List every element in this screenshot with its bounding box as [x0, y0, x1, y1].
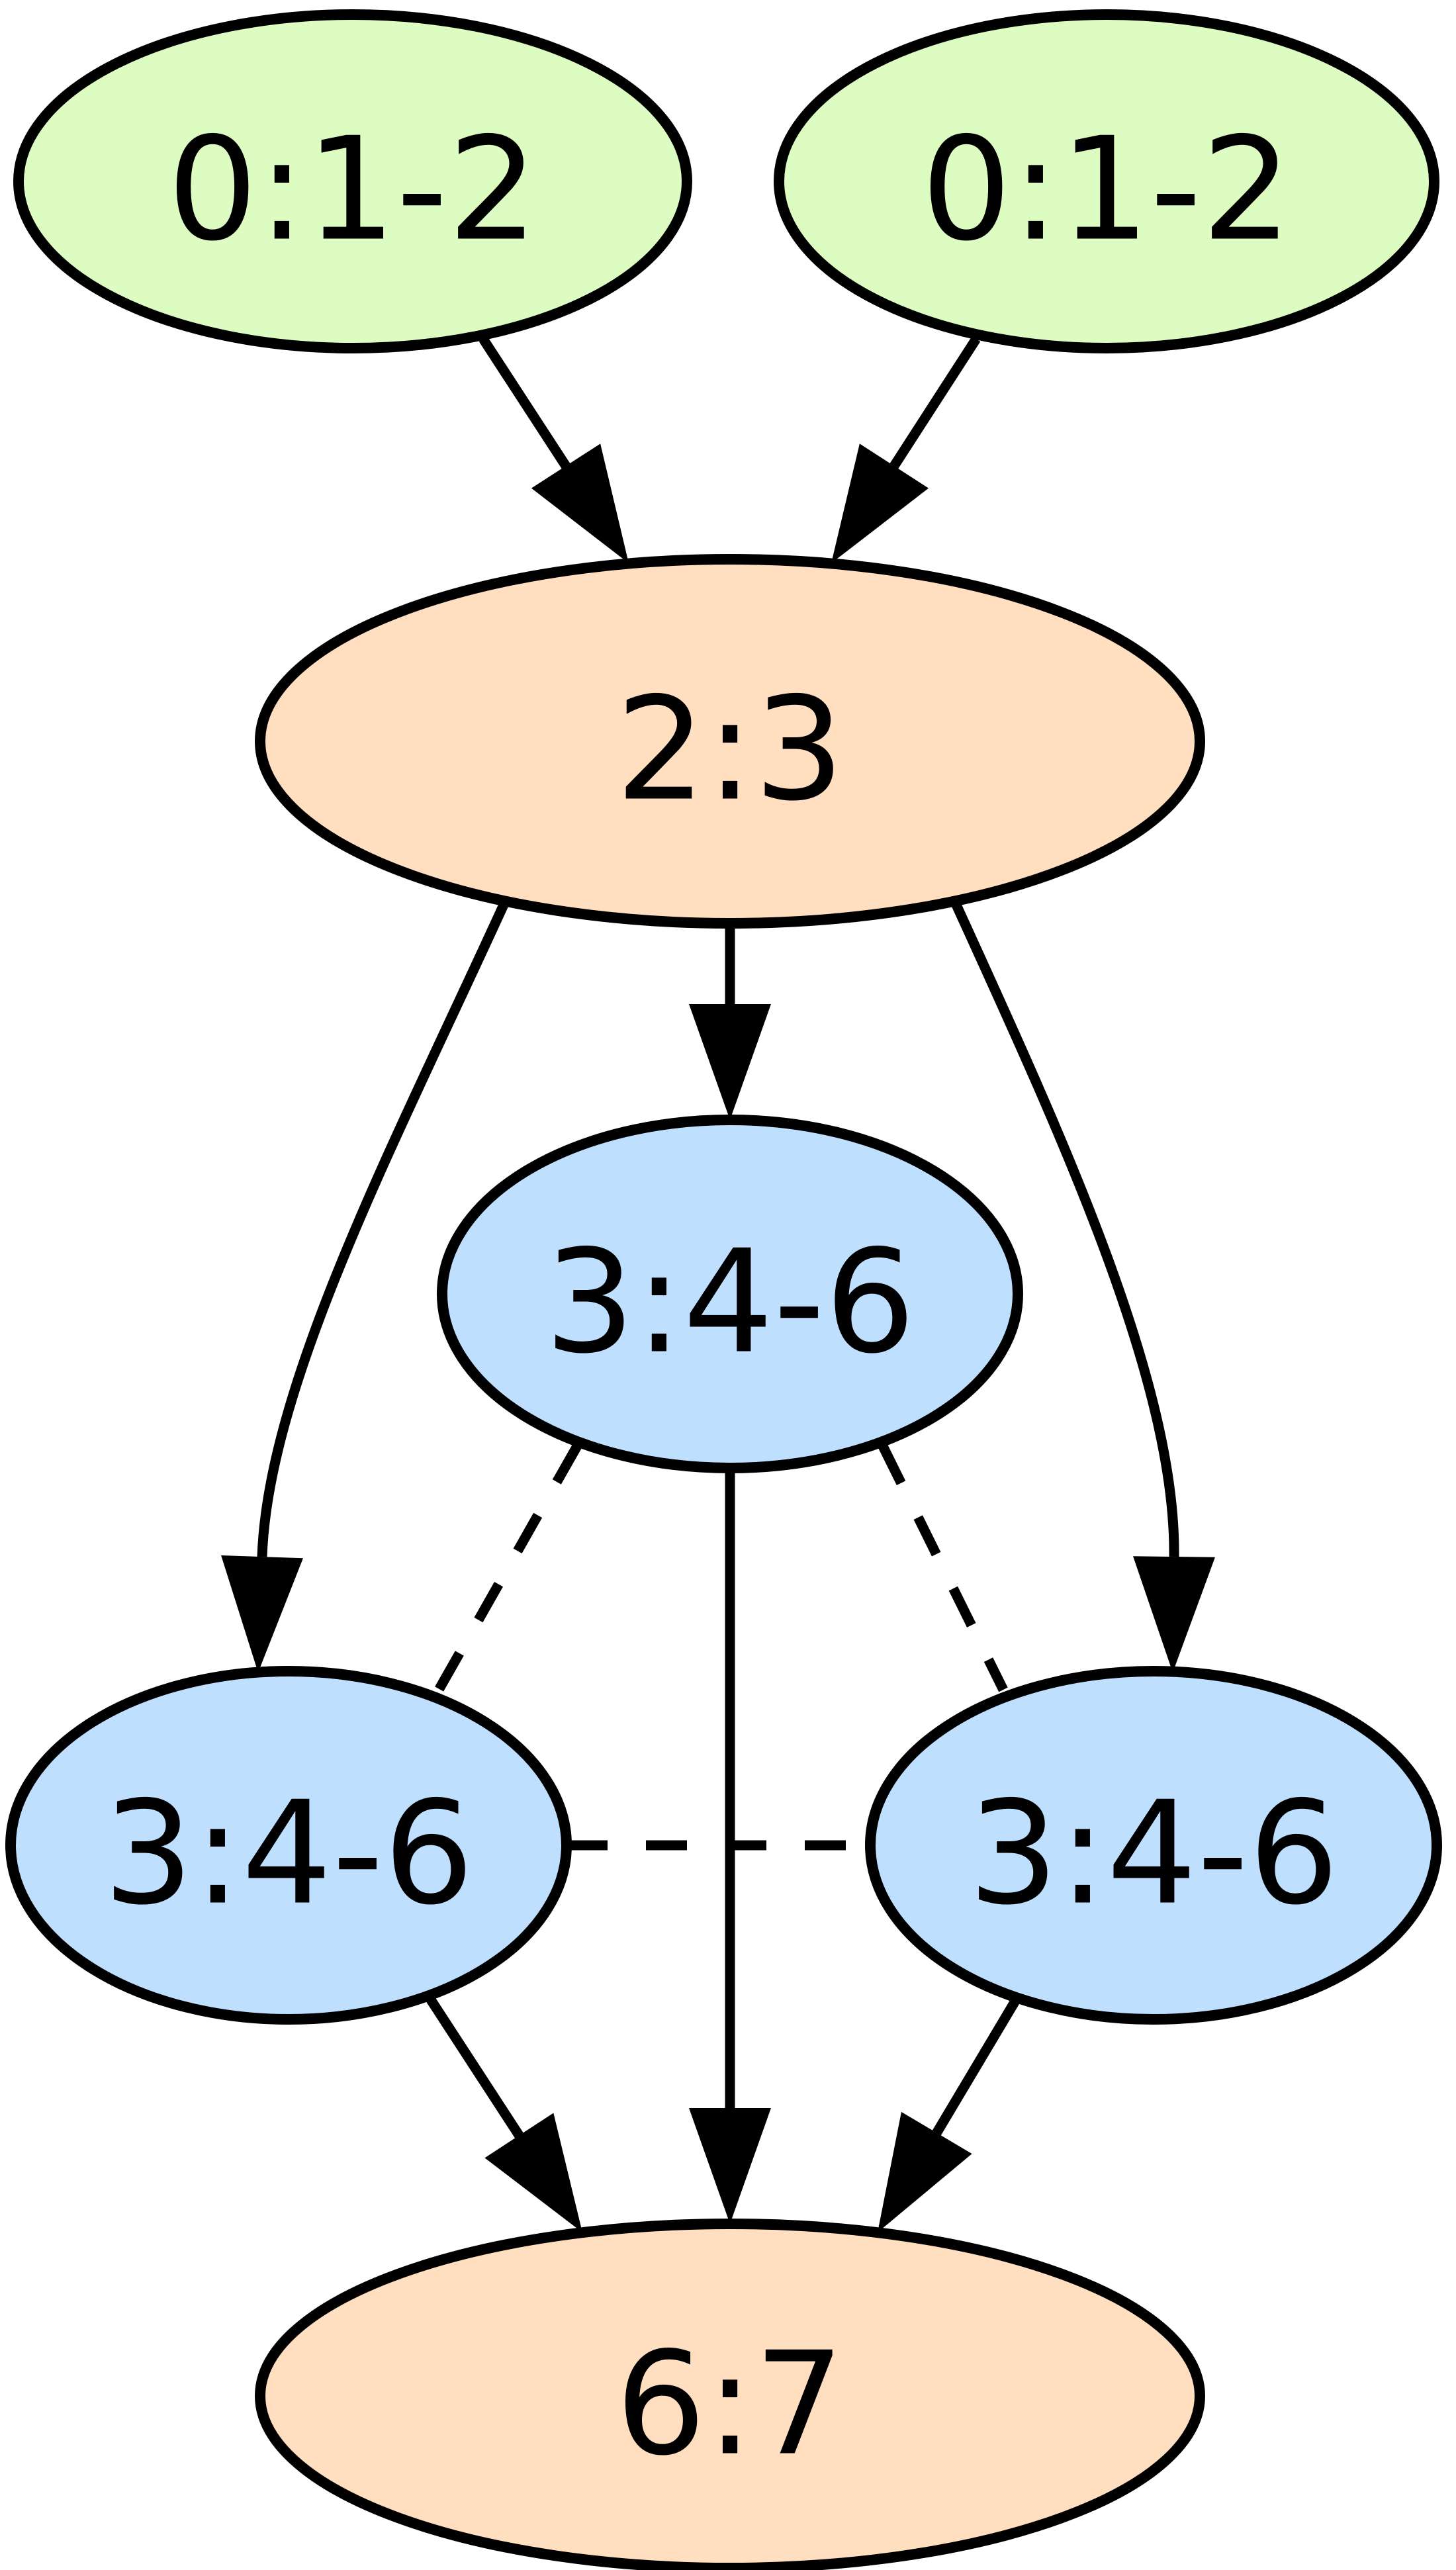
arrowhead-icon — [831, 443, 929, 563]
edge-b-right-end — [929, 1996, 1021, 2142]
graph-node-mid: 2:3 — [255, 554, 1205, 929]
node-label: 6:7 — [615, 2321, 844, 2487]
edge-b-center-b-right-dashed — [878, 1444, 1008, 1692]
arrowhead-icon — [484, 2113, 582, 2232]
node-label: 2:3 — [615, 666, 844, 833]
edge-b-center-b-left-dashed — [434, 1444, 582, 1692]
node-label: 3:4-6 — [103, 1770, 474, 1937]
graph-node-b-center: 3:4-6 — [437, 1115, 1023, 1473]
node-label: 3:4-6 — [968, 1770, 1339, 1937]
node-ellipse — [255, 2219, 1205, 2570]
node-ellipse — [13, 9, 692, 353]
edge-mid-b-left — [257, 901, 509, 1557]
graph-node-b-right: 3:4-6 — [865, 1666, 1442, 2025]
node-label: 0:1-2 — [167, 107, 538, 273]
node-ellipse — [255, 554, 1205, 929]
edge-mid-b-right — [951, 901, 1179, 1557]
graph-node-b-left: 3:4-6 — [5, 1666, 572, 2025]
arrowhead-icon — [878, 2111, 972, 2232]
edge-b-left-end — [426, 1996, 526, 2144]
graph-node-start-left: 0:1-2 — [13, 9, 692, 353]
arrowhead-icon — [1133, 1556, 1215, 1673]
graph-node-start-right: 0:1-2 — [774, 9, 1439, 353]
node-ellipse — [437, 1115, 1023, 1473]
node-ellipse — [5, 1666, 572, 2025]
node-ellipse — [774, 9, 1439, 353]
edge-start-right-mid — [886, 336, 981, 475]
graph-node-end: 6:7 — [255, 2219, 1205, 2570]
node-label: 3:4-6 — [545, 1219, 915, 1385]
edge-start-left-mid — [478, 336, 574, 475]
arrowhead-icon — [689, 1004, 771, 1120]
node-ellipse — [865, 1666, 1442, 2025]
node-label: 0:1-2 — [921, 107, 1292, 273]
arrowhead-icon — [531, 443, 629, 563]
arrowhead-icon — [689, 2108, 771, 2224]
arrowhead-icon — [221, 1555, 303, 1673]
